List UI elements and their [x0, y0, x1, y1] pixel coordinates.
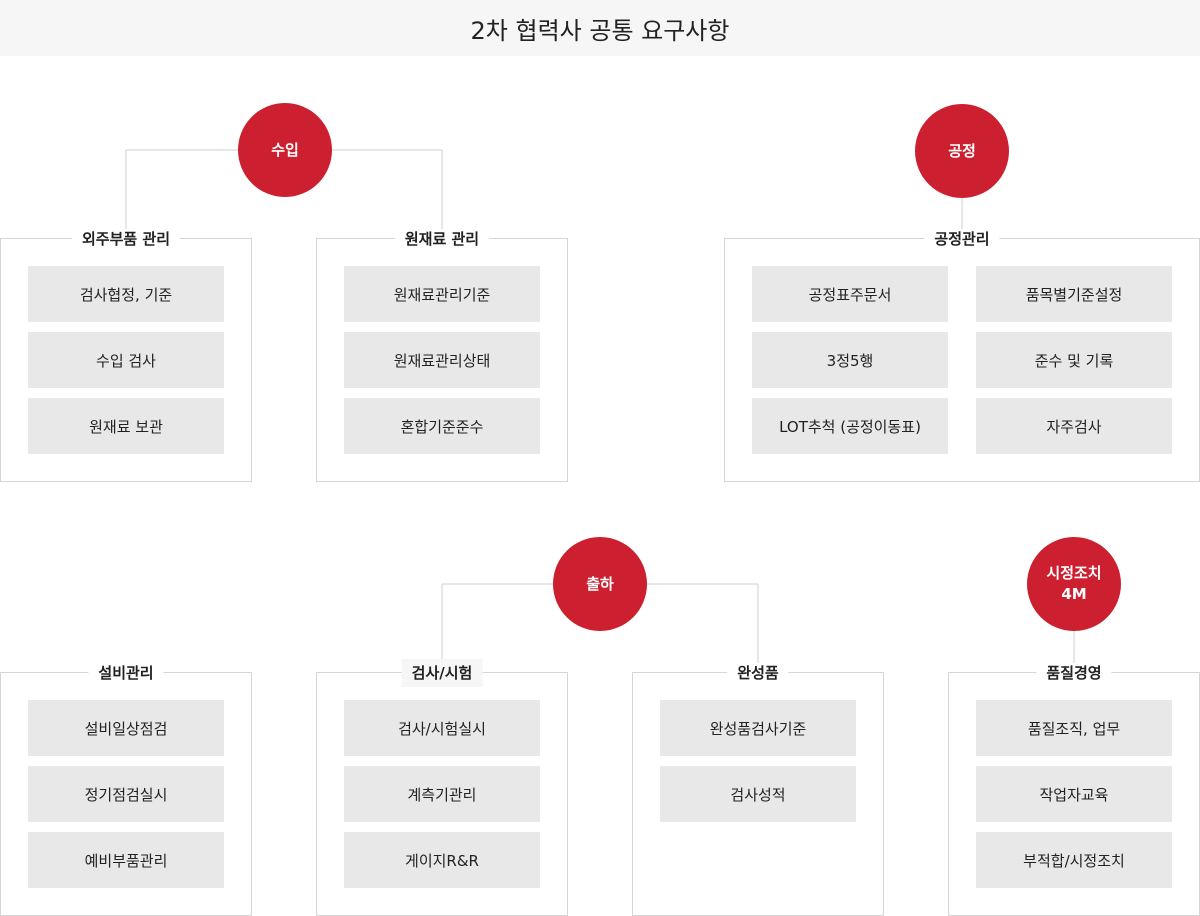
item-quality-3: 부적합/시정조치	[976, 832, 1172, 888]
panel-inspect: 검사/시험 검사/시험실시 계측기관리 게이지R&R	[316, 659, 568, 916]
item-wonjae-1: 원재료관리기준	[344, 266, 540, 322]
panel-oeju-title: 외주부품 관리	[71, 229, 181, 249]
panel-inspect-title: 검사/시험	[401, 659, 483, 687]
panel-quality-title: 품질경영	[1036, 663, 1112, 683]
item-wonjae-2: 원재료관리상태	[344, 332, 540, 388]
item-oeju-3: 원재료 보관	[28, 398, 224, 454]
item-process-left-1: 공정표주문서	[752, 266, 948, 322]
item-equip-1: 설비일상점검	[28, 700, 224, 756]
item-inspect-2: 계측기관리	[344, 766, 540, 822]
page-title: 2차 협력사 공통 요구사항	[0, 0, 1200, 56]
node-chulha: 출하	[553, 537, 647, 631]
panel-process-title: 공정관리	[924, 229, 1000, 249]
node-gongjeong: 공정	[915, 104, 1009, 198]
panel-wonjae: 원재료 관리 원재료관리기준 원재료관리상태 혼합기준준수	[316, 229, 568, 482]
node-chulha-label: 출하	[586, 574, 614, 593]
panel-wonjae-title: 원재료 관리	[394, 229, 490, 249]
item-inspect-3: 게이지R&R	[344, 832, 540, 888]
item-finished-2: 검사성적	[660, 766, 856, 822]
item-process-left-2: 3정5행	[752, 332, 948, 388]
panel-process: 공정관리 공정표주문서 3정5행 LOT추척 (공정이동표) 품목별기준설정 준…	[724, 229, 1200, 482]
panel-equip: 설비관리 설비일상점검 정기점검실시 예비부품관리	[0, 663, 252, 916]
node-sijeong-label-2: 4M	[1061, 585, 1087, 603]
item-oeju-1: 검사협정, 기준	[28, 266, 224, 322]
node-sijeong-label-1: 시정조치	[1046, 564, 1102, 582]
node-suip: 수입	[238, 103, 332, 197]
item-quality-2: 작업자교육	[976, 766, 1172, 822]
item-equip-2: 정기점검실시	[28, 766, 224, 822]
panel-equip-title: 설비관리	[88, 663, 164, 683]
node-gongjeong-label: 공정	[948, 141, 976, 160]
item-wonjae-3: 혼합기준준수	[344, 398, 540, 454]
item-process-right-1: 품목별기준설정	[976, 266, 1172, 322]
panel-finished: 완성품 완성품검사기준 검사성적	[632, 663, 884, 916]
item-quality-1: 품질조직, 업무	[976, 700, 1172, 756]
item-finished-1: 완성품검사기준	[660, 700, 856, 756]
item-equip-3: 예비부품관리	[28, 832, 224, 888]
item-inspect-1: 검사/시험실시	[344, 700, 540, 756]
item-process-right-3: 자주검사	[976, 398, 1172, 454]
panel-oeju: 외주부품 관리 검사협정, 기준 수입 검사 원재료 보관	[0, 229, 252, 482]
item-process-right-2: 준수 및 기록	[976, 332, 1172, 388]
node-sijeong: 시정조치 4M	[1027, 537, 1121, 631]
item-process-left-3: LOT추척 (공정이동표)	[752, 398, 948, 454]
panel-finished-title: 완성품	[727, 663, 789, 683]
node-suip-label: 수입	[271, 140, 299, 159]
panel-quality: 품질경영 품질조직, 업무 작업자교육 부적합/시정조치	[948, 663, 1200, 916]
item-oeju-2: 수입 검사	[28, 332, 224, 388]
